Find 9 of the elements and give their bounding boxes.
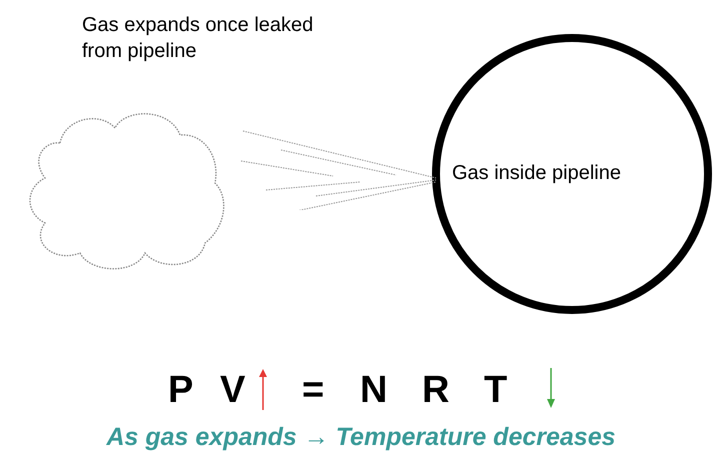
pipeline-label: Gas inside pipeline xyxy=(452,161,621,186)
equation-symbol: N xyxy=(360,368,388,412)
equation-symbol: P xyxy=(168,368,194,412)
equation-symbol: R xyxy=(422,368,450,412)
caption: As gas expands → Temperature decreases xyxy=(105,422,617,452)
equation-symbol: V xyxy=(220,368,246,412)
equation-symbol: T xyxy=(484,368,508,412)
cloud-heading: Gas expands once leaked from pipeline xyxy=(82,13,314,64)
equation-symbol: = xyxy=(302,368,324,412)
